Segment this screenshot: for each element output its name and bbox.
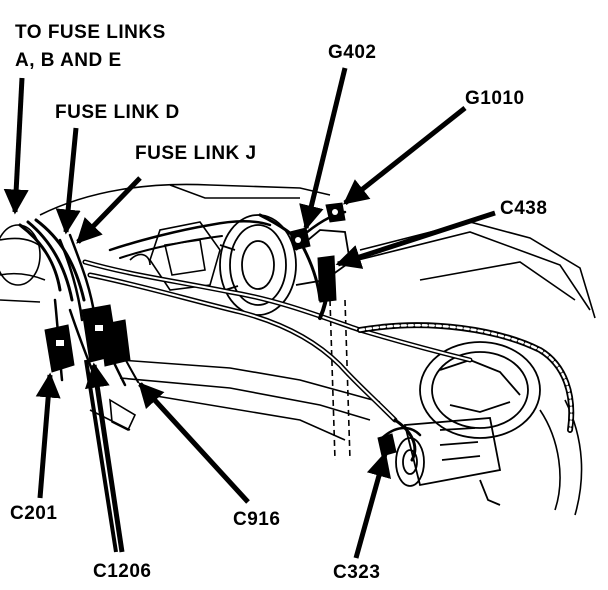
label-c916: C916 (233, 509, 281, 530)
label-fuse-links-abe-line2: A, B AND E (15, 50, 122, 71)
label-fuse-link-d: FUSE LINK D (55, 102, 180, 123)
blower-motor (395, 341, 541, 506)
leader-arrows (3, 67, 496, 559)
arrow-g402 (299, 67, 348, 231)
label-c201: C201 (10, 503, 58, 524)
arrow-fuse-link-d (55, 127, 81, 235)
arrow-c916 (138, 382, 250, 504)
arrow-c323 (353, 451, 391, 559)
arrow-fuse-links-abe (3, 77, 29, 215)
label-fuse-links-abe-line1: TO FUSE LINKS (15, 22, 166, 43)
label-g402: G402 (328, 42, 377, 63)
label-c438: C438 (500, 198, 548, 219)
label-c1206: C1206 (93, 561, 152, 582)
label-fuse-link-j: FUSE LINK J (135, 143, 257, 164)
arrow-c201 (35, 372, 61, 499)
label-c323: C323 (333, 562, 381, 583)
arrow-c1206 (84, 362, 125, 553)
arrow-c438 (335, 210, 496, 269)
arrow-g1010 (343, 106, 467, 205)
label-g1010: G1010 (465, 88, 525, 109)
arrow-fuse-link-j (76, 176, 142, 244)
